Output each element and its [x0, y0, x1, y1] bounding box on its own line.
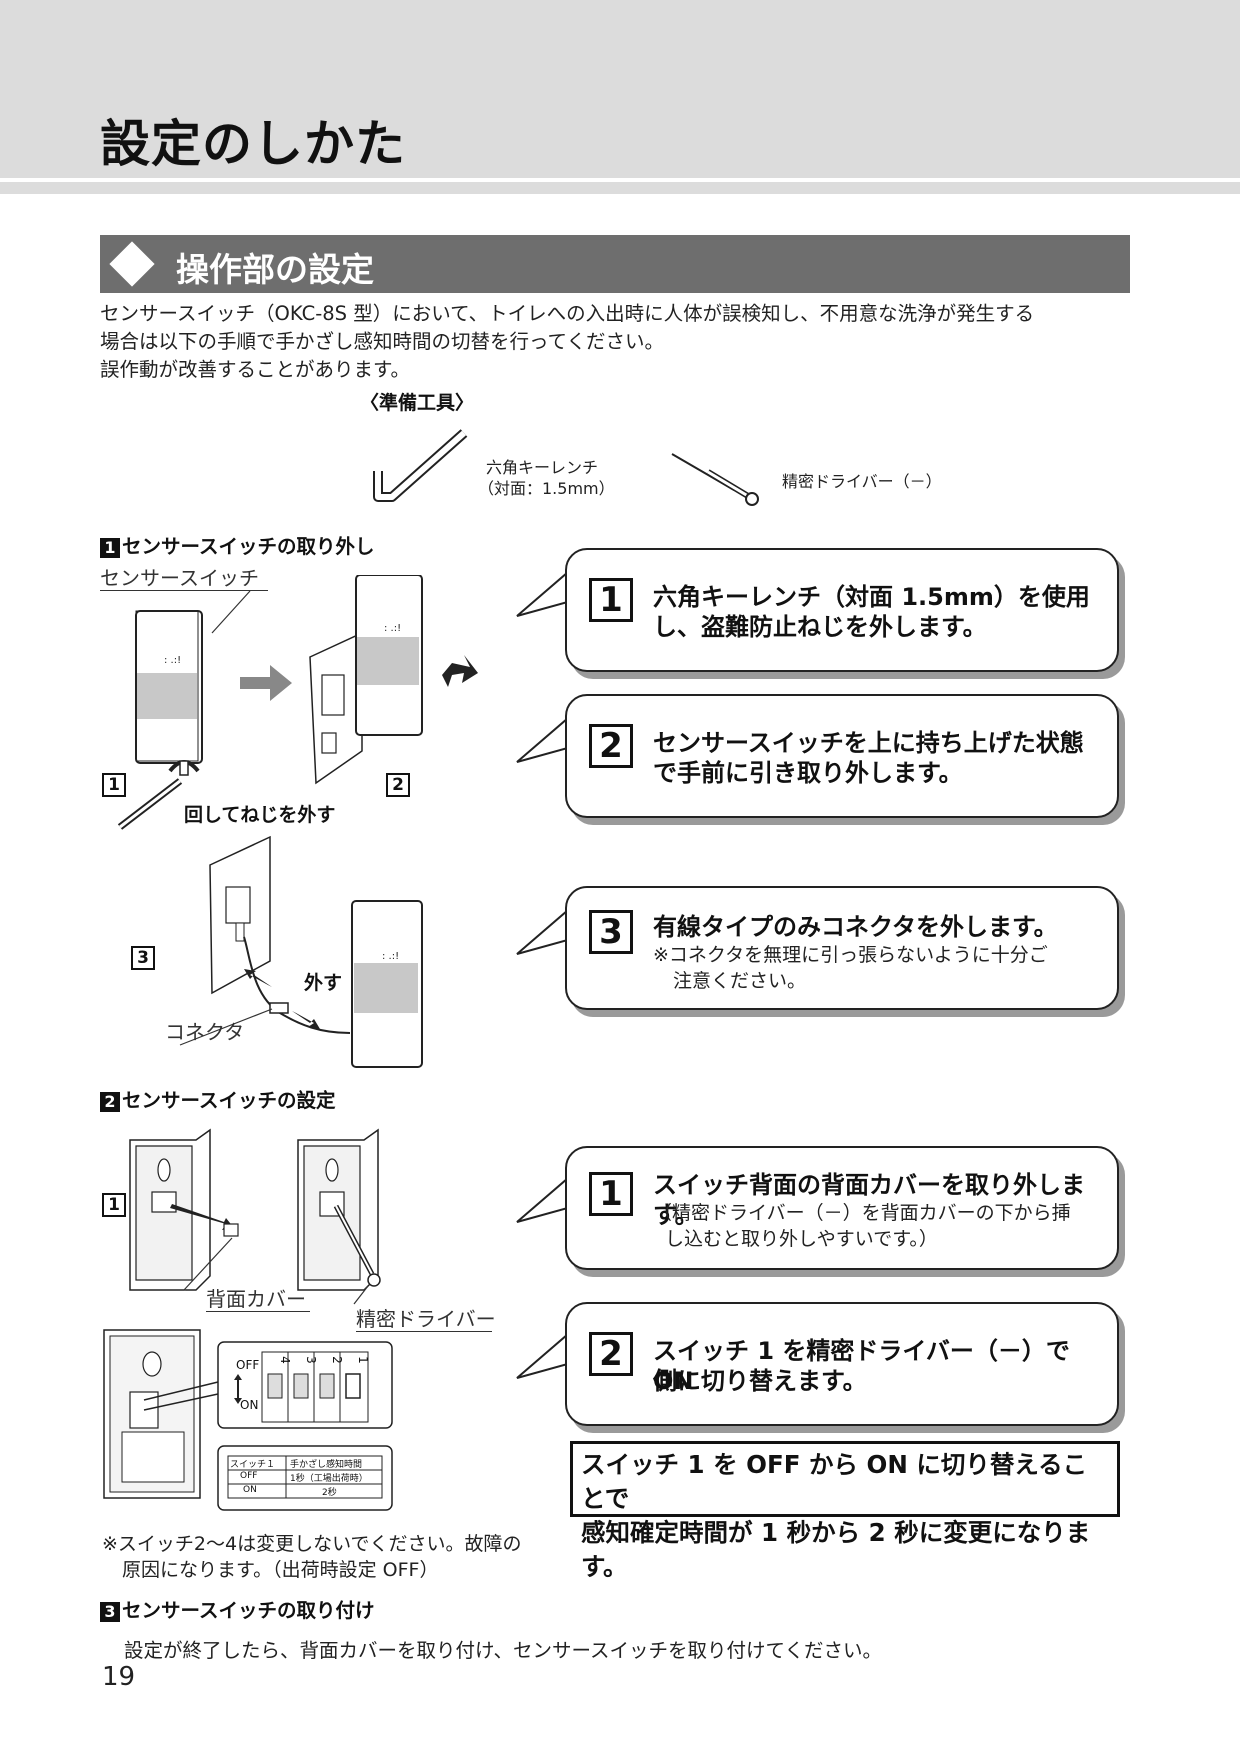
header-band: [0, 0, 1240, 178]
fig1-marker: 1: [102, 773, 126, 797]
svg-text:: .:!: : .:!: [164, 655, 181, 666]
part2-step1-note2: し込むと取り外しやすいです。）: [665, 1228, 938, 1250]
dip-on-label: ON: [240, 1398, 259, 1412]
connector-label: コネクタ: [165, 1020, 245, 1044]
page-number: 19: [102, 1662, 136, 1692]
fig3-marker: 3: [131, 946, 155, 970]
screwdriver-part-underline: [356, 1331, 492, 1332]
table-cell: 2秒: [322, 1488, 337, 1498]
step2-callout: 2 センサースイッチを上に持ち上げた状態 で手前に引き取り外します。: [565, 694, 1119, 818]
result-box: スイッチ 1 を OFF から ON に切り替えることで 感知確定時間が 1 秒…: [570, 1441, 1120, 1581]
screwdriver-part-label: 精密ドライバー: [356, 1307, 496, 1331]
dip-number: 1: [355, 1356, 370, 1364]
back-cover-label: 背面カバー: [206, 1287, 306, 1311]
dip-number: 3: [303, 1356, 318, 1364]
intro-text: センサースイッチ（OKC-8S 型）において、トイレへの入出時に人体が誤検知し、…: [100, 300, 1140, 384]
page-title: 設定のしかた: [100, 115, 406, 173]
step3-number: 3: [589, 910, 633, 954]
part2-fig1-marker: 1: [102, 1193, 126, 1217]
hex-wrench-label: 六角キーレンチ: [486, 458, 599, 477]
table-cell: OFF: [240, 1471, 258, 1481]
section-bar: [100, 235, 1130, 293]
step3-note2: 注意ください。: [673, 970, 807, 992]
part2-step2-line1: スイッチ 1 を精密ドライバー（－）で ON: [653, 1337, 1070, 1395]
step1-line1: 六角キーレンチ（対面 1.5mm）を使用: [653, 583, 1090, 611]
callout-pointer: [516, 1171, 575, 1223]
fig2-marker: 2: [386, 773, 410, 797]
part2-heading-text: センサースイッチの設定: [122, 1089, 336, 1112]
table-cell: 1秒（工場出荷時）: [290, 1474, 368, 1484]
table-cell: ON: [243, 1485, 257, 1495]
dip-number: 2: [329, 1356, 344, 1364]
callout-pointer: [516, 565, 575, 617]
sensor-label: センサースイッチ: [100, 566, 259, 590]
step2-number: 2: [589, 724, 633, 768]
screwdriver-icon: [671, 453, 759, 506]
part2-step2-line2: 側に切り替えます。: [653, 1367, 867, 1395]
part3-text: 設定が終了したら、背面カバーを取り付け、センサースイッチを取り付けてください。: [124, 1639, 882, 1662]
step1-callout: 1 六角キーレンチ（対面 1.5mm）を使用 し、盗難防止ねじを外します。: [565, 548, 1119, 672]
table-header: スイッチ１: [230, 1460, 276, 1470]
part1-heading-text: センサースイッチの取り外し: [122, 535, 375, 558]
step3-line1: 有線タイプのみコネクタを外します。: [653, 913, 1058, 941]
turn-screw-label: 回してねじを外す: [184, 804, 336, 826]
svg-text:: .:!: : .:!: [384, 623, 401, 634]
callout-pointer: [516, 903, 575, 955]
footnote-line2: 原因になります。（出荷時設定 OFF）: [122, 1559, 439, 1581]
part3-heading-text: センサースイッチの取り付け: [122, 1599, 375, 1622]
step2-line2: で手前に引き取り外します。: [653, 759, 963, 787]
hex-wrench-size-label: （対面：1.5mm）: [478, 479, 615, 498]
step3-callout: 3 有線タイプのみコネクタを外します。 ※コネクタを無理に引っ張らないように十分…: [565, 886, 1119, 1010]
section-title: 操作部の設定: [176, 250, 374, 289]
dip-off-label: OFF: [236, 1358, 260, 1372]
dip-number: 4: [277, 1356, 292, 1364]
part2-step2-number: 2: [589, 1332, 633, 1376]
step2-line1: センサースイッチを上に持ち上げた状態: [653, 729, 1084, 757]
callout-pointer: [516, 711, 575, 763]
callout-pointer: [516, 1327, 575, 1379]
part2-number: 2: [100, 1091, 120, 1112]
part2-step1-callout: 1 スイッチ背面の背面カバーを取り外します。 （精密ドライバー（－）を背面カバー…: [565, 1146, 1119, 1270]
part2-step2-callout: 2 スイッチ 1 を精密ドライバー（－）で ON 側に切り替えます。: [565, 1302, 1119, 1426]
step1-line2: し、盗難防止ねじを外します。: [653, 613, 987, 641]
header-divider: [0, 182, 1240, 194]
removal-illustration: : .:! : .:! : .:!: [117, 575, 478, 1068]
intro-line: センサースイッチ（OKC-8S 型）において、トイレへの入出時に人体が誤検知し、…: [100, 302, 1035, 325]
hex-wrench-icon: [373, 429, 468, 502]
step3-note1: ※コネクタを無理に引っ張らないように十分ご: [653, 944, 1048, 966]
result-line1: スイッチ 1 を OFF から ON に切り替えることで: [581, 1450, 1088, 1513]
screwdriver-label: 精密ドライバー（－）: [782, 472, 942, 491]
back-cover-underline: [206, 1311, 310, 1312]
setting-illustration: [103, 1128, 393, 1511]
step1-number: 1: [589, 578, 633, 622]
svg-text:: .:!: : .:!: [382, 951, 399, 962]
part1-number: 1: [100, 537, 120, 558]
intro-line: 場合は以下の手順で手かざし感知時間の切替を行ってください。: [100, 330, 664, 353]
result-line2: 感知確定時間が 1 秒から 2 秒に変更になります。: [581, 1518, 1091, 1581]
part3-number: 3: [100, 1601, 120, 1622]
intro-line: 誤作動が改善することがあります。: [100, 358, 411, 381]
part2-step1-note1: （精密ドライバー（－）を背面カバーの下から挿: [653, 1202, 1071, 1224]
sensor-label-underline: [100, 590, 268, 591]
tools-title: 〈準備工具〉: [360, 392, 475, 414]
footnote-line1: ※スイッチ2～4は変更しないでください。故障の: [102, 1533, 522, 1555]
remove-label: 外す: [304, 972, 343, 994]
part2-step1-line1: スイッチ背面の背面カバーを取り外します。: [653, 1171, 1085, 1229]
part2-step1-number: 1: [589, 1172, 633, 1216]
table-header: 手かざし感知時間: [290, 1460, 363, 1470]
